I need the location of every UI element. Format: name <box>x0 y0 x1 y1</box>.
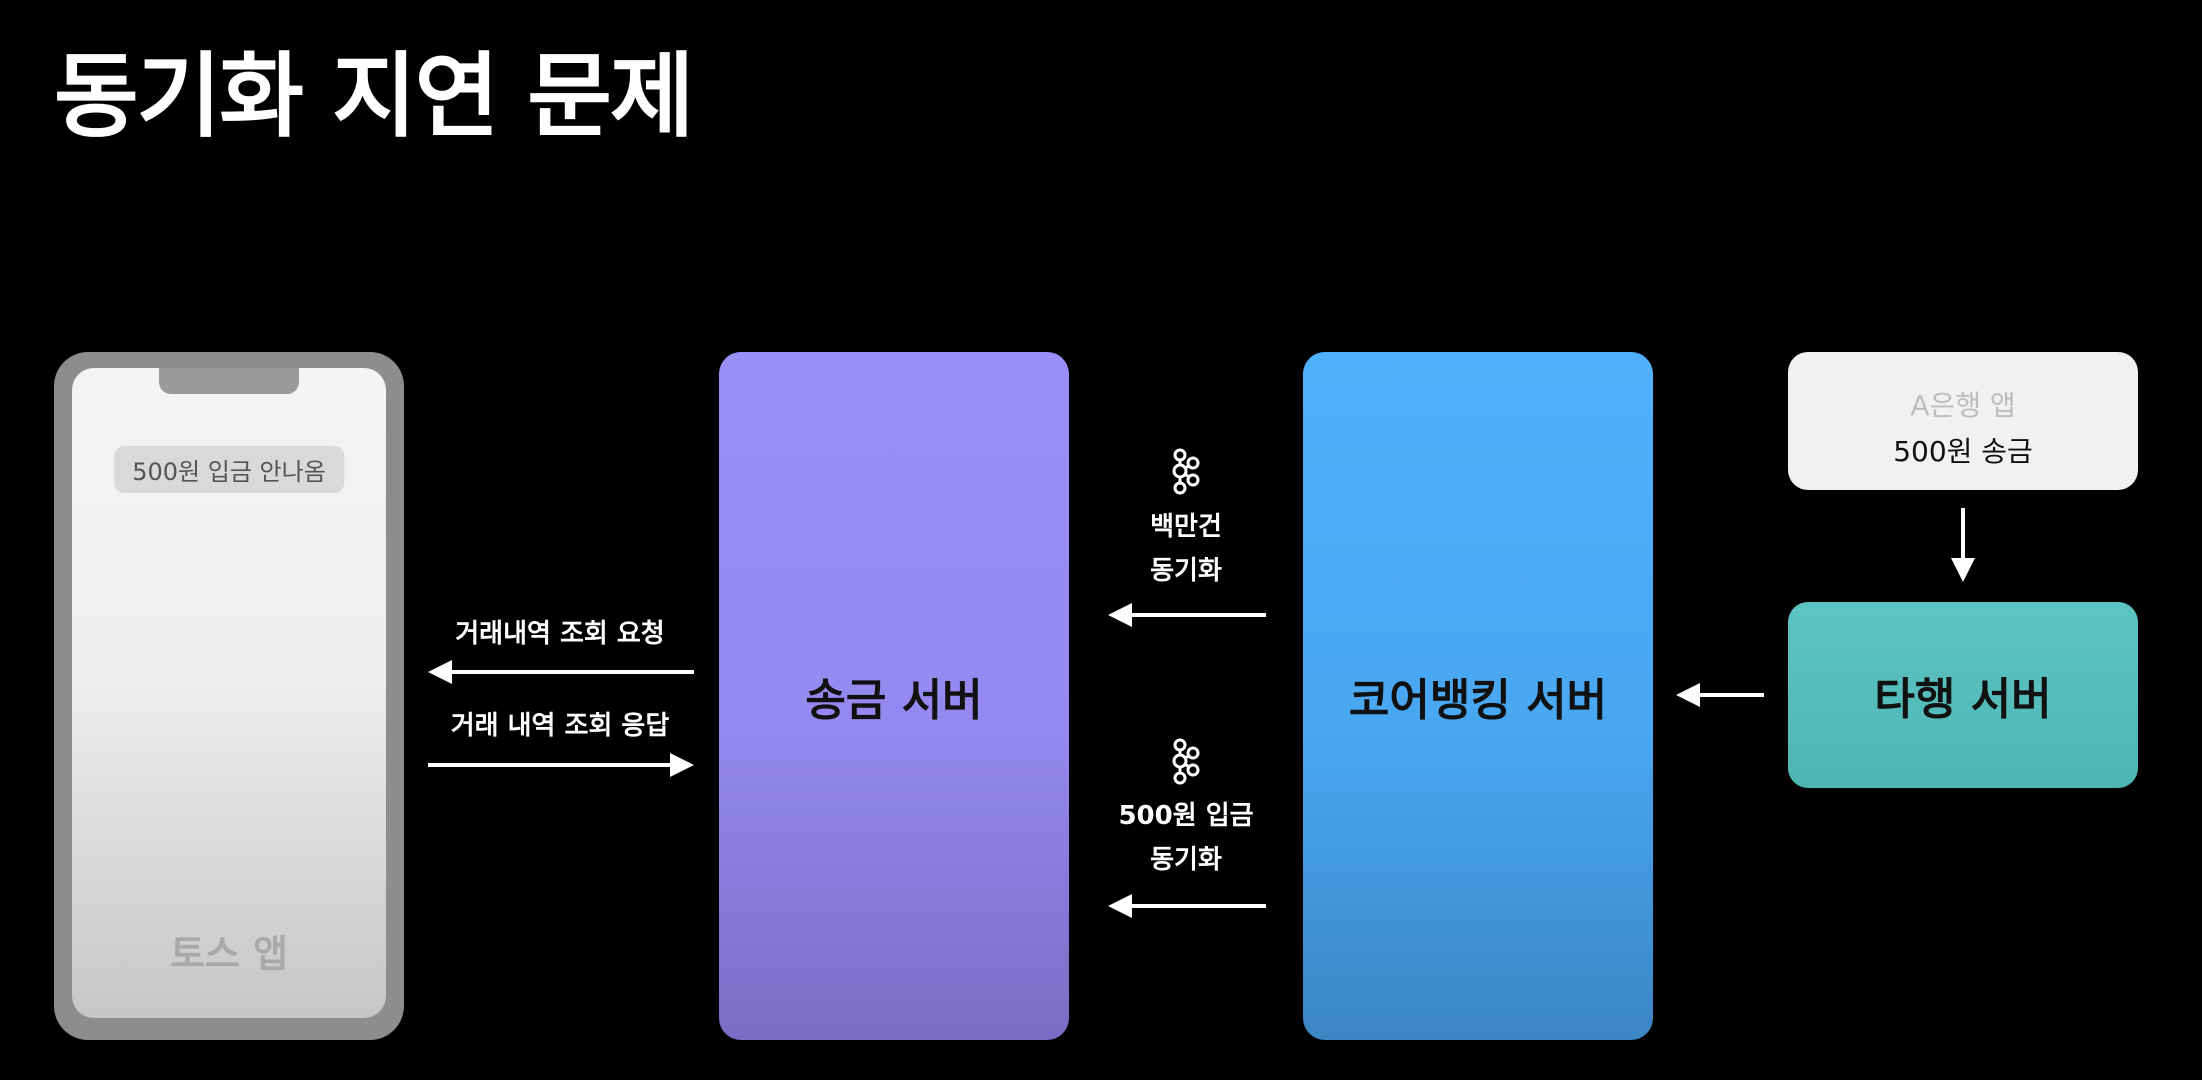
app-to-other-bank-arrow <box>1951 508 1975 582</box>
phone-notch <box>159 368 299 394</box>
deposit-missing-notice: 500원 입금 안나옴 <box>114 446 344 493</box>
a-bank-app-name: A은행 앱 <box>1910 389 2016 422</box>
request-arrow-label: 거래내역 조회 요청 <box>455 619 665 649</box>
phone-app-label: 토스 앱 <box>169 932 289 976</box>
deposit-sync-arrow <box>1108 894 1266 918</box>
transfer-server-label: 송금 서버 <box>805 675 983 726</box>
response-arrow-label: 거래 내역 조회 응답 <box>450 711 670 741</box>
million-sync-arrow <box>1108 603 1266 627</box>
core-banking-server-box: 코어뱅킹 서버 <box>1303 352 1653 1040</box>
deposit-sync-label-line2: 동기화 <box>1150 845 1222 875</box>
deposit-sync-label-line1: 500원 입금 <box>1118 801 1254 831</box>
million-sync-label-line1: 백만건 <box>1150 512 1222 542</box>
other-bank-server-label: 타행 서버 <box>1874 674 2052 725</box>
page-title: 동기화 지연 문제 <box>54 43 695 150</box>
response-arrow <box>428 753 694 777</box>
transfer-server-box: 송금 서버 <box>719 352 1069 1040</box>
a-bank-app-box: A은행 앱 500원 송금 <box>1788 352 2138 490</box>
phone-screen: 500원 입금 안나옴 토스 앱 <box>72 368 386 1018</box>
core-banking-server-label: 코어뱅킹 서버 <box>1348 675 1608 726</box>
other-to-core-arrow <box>1676 683 1764 707</box>
other-bank-server-box: 타행 서버 <box>1788 602 2138 788</box>
toss-app-phone: 500원 입금 안나옴 토스 앱 <box>54 352 404 1040</box>
request-arrow <box>428 660 694 684</box>
a-bank-app-action: 500원 송금 <box>1893 435 2033 468</box>
kafka-icon <box>1172 448 1200 495</box>
kafka-icon <box>1172 738 1200 785</box>
million-sync-label-line2: 동기화 <box>1150 556 1222 586</box>
